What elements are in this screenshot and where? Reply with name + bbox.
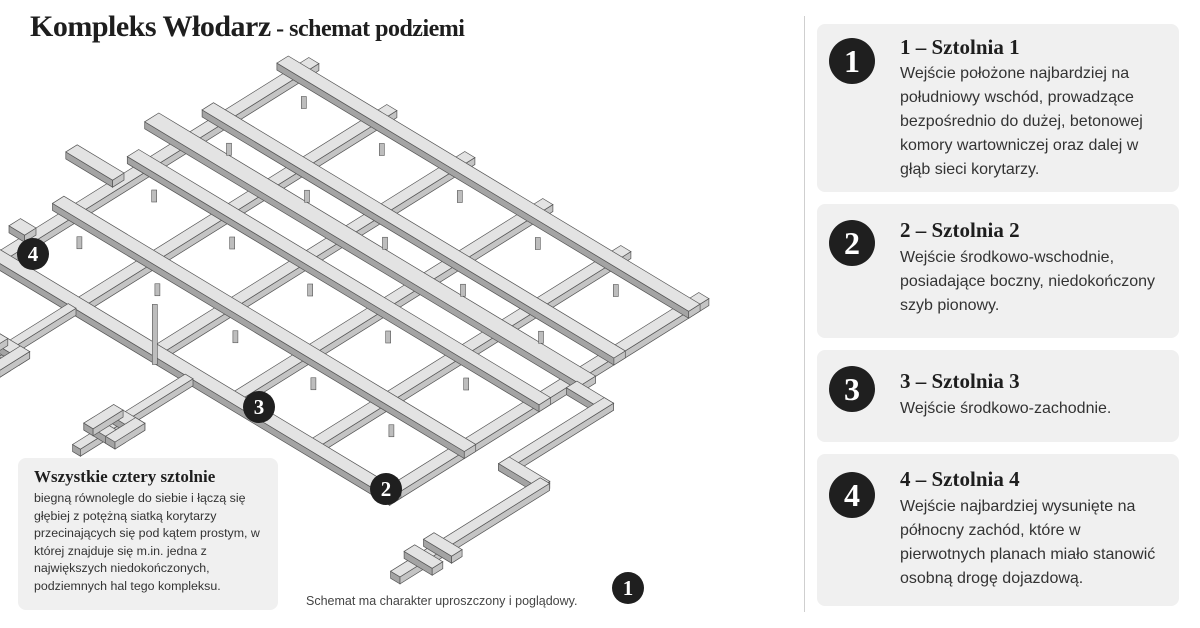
corridor-segment [65,144,125,188]
page-title: Kompleks Włodarz - schemat podziemi [30,10,465,44]
number-badge: 1 [829,38,875,84]
tunnel-top [0,333,9,344]
pillar [229,236,235,250]
pillar [388,424,395,438]
tunnel-top [0,345,31,371]
guard-chamber [104,417,146,450]
pillar [378,143,385,156]
guard-chamber [403,544,444,576]
marker-circle [243,391,275,423]
legend-text: Wejście położone najbardziej na południo… [900,65,1143,178]
corridor-segment [201,102,626,366]
adit-1 [389,477,551,585]
marker-circle [17,238,49,270]
marker-label: 1 [623,576,634,600]
marker-label: 2 [381,477,392,501]
tunnel-network [0,55,710,585]
pillar [226,142,232,156]
corridor-segment [8,218,37,243]
tunnel-side [0,337,9,351]
guard-chamber [0,345,31,379]
number-badge: 4 [829,472,875,518]
pillar [307,283,314,297]
tunnel-top [104,417,146,443]
summary-note-title: Wszystkie cztery sztolnie [34,467,216,486]
tunnel-top [51,195,477,452]
pillar [300,96,307,109]
number-badge: 2 [829,220,875,266]
pillar [534,237,541,250]
adit-2 [71,373,194,457]
legend-card-1: 1 1 – Sztolnia 1 Wejście położone najbar… [817,24,1179,192]
legend-title: 3 – Sztolnia 3 [900,369,1020,393]
tunnel-side [144,121,582,393]
tunnel-top [83,404,124,430]
legend-card-2: 2 2 – Sztolnia 2 Wejście środkowo-wschod… [817,204,1179,338]
adit-markers: 1 2 3 4 [17,238,644,604]
vertical-shaft [152,304,158,365]
legend-title: 1 – Sztolnia 1 [900,35,1020,59]
marker-circle [370,473,402,505]
pillar [463,377,470,391]
tunnel-top [422,532,463,557]
marker-3: 3 [243,391,275,423]
summary-note: Wszystkie cztery sztolnie biegną równole… [18,458,278,610]
pillar [385,330,392,344]
guard-chamber [422,532,463,564]
tunnel-top [201,102,626,359]
corridor-segment [276,55,701,319]
column-divider [804,16,805,612]
marker-2: 2 [370,473,402,505]
pillar [612,284,619,297]
pillar [232,330,239,344]
legend-text: Wejście środkowo-wschodnie, posiadające … [900,249,1155,314]
pillar [151,189,157,203]
pillar [460,283,466,297]
title-main: Kompleks Włodarz [30,10,271,43]
tunnel-top [8,218,37,236]
marker-1: 1 [612,572,644,604]
pillar [154,283,161,297]
legend-title: 2 – Sztolnia 2 [900,218,1020,242]
marker-label: 4 [28,242,39,266]
guard-chamber [0,333,9,351]
tunnel-top [0,303,77,357]
tunnel-top [65,144,125,181]
corridor-segment [51,195,477,460]
pillar [538,330,544,344]
legend-title: 4 – Sztolnia 4 [900,467,1020,491]
diagram-caption: Schemat ma charakter uproszczony i poglą… [306,594,578,608]
tunnel-top [144,112,597,386]
main-hall [144,112,597,393]
tunnel-top [276,55,701,312]
tunnel-top [126,149,552,406]
pillar [382,236,388,250]
title-subtitle: - schemat podziemi [270,16,465,42]
tunnel-top [403,544,444,569]
marker-label: 3 [254,395,265,419]
summary-note-body: biegną równolegle do siebie i łączą się … [34,491,260,593]
corridor-segment [126,149,552,413]
legend-text: Wejście środkowo-zachodnie. [900,400,1112,417]
pillar [76,236,83,250]
pillar [304,189,310,203]
pillar [310,377,317,391]
pillar [456,190,463,203]
number-badge: 3 [829,366,875,412]
marker-circle [612,572,644,604]
marker-4: 4 [17,238,49,270]
legend-text: Wejście najbardziej wysunięte na północn… [900,498,1156,587]
legend-card-3: 3 3 – Sztolnia 3 Wejście środkowo-zachod… [817,350,1179,442]
tunnel-diagram: 1 2 3 4 [0,55,710,604]
legend-card-4: 4 4 – Sztolnia 4 Wejście najbardziej wys… [817,454,1179,606]
guard-chamber [83,404,124,437]
